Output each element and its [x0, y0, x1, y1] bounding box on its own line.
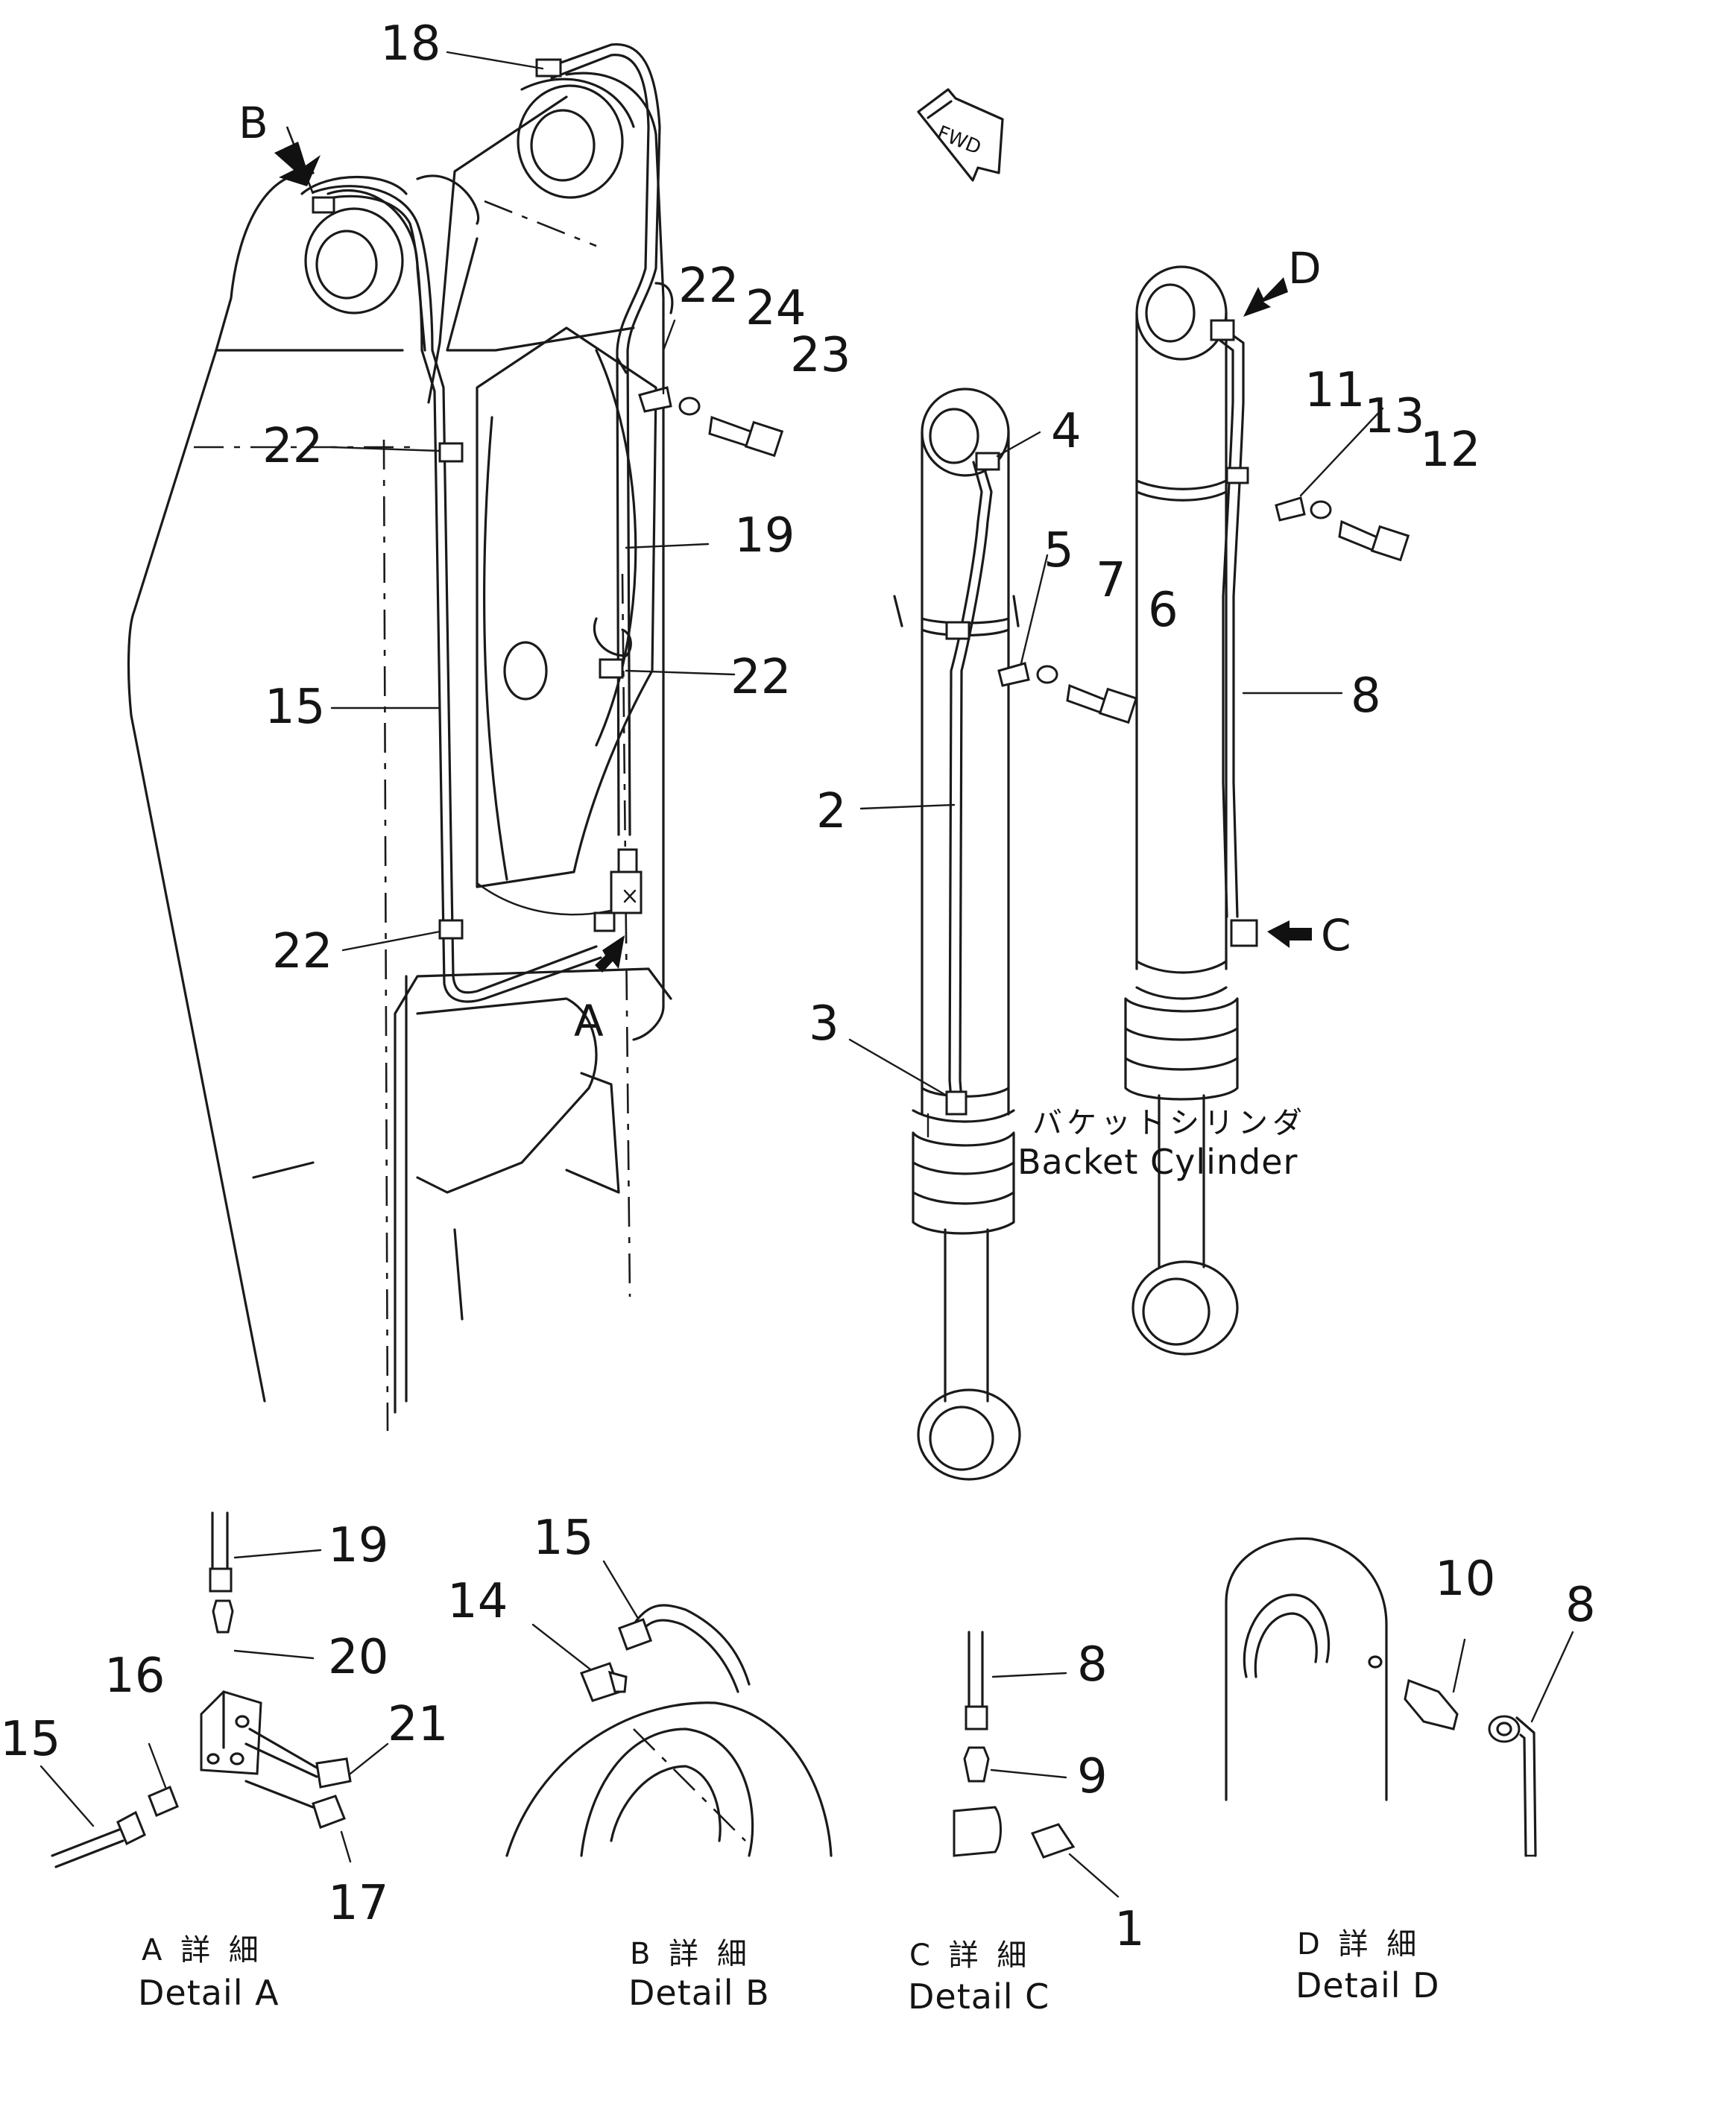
detail-arrows [274, 142, 1312, 973]
clamp-11-mount [1225, 467, 1249, 484]
detail-d-callout-10: 10 [1435, 1552, 1495, 1607]
detail-b-callout-15: 15 [533, 1511, 593, 1566]
fasteners [638, 386, 1410, 724]
detail-a-caption-en: Detail A [138, 1973, 280, 2013]
clamp-4 [975, 452, 1000, 471]
fwd-label: FWD [934, 121, 985, 159]
detail-a-callout-21: 21 [388, 1697, 448, 1752]
detail-letters: B A D C [239, 98, 1351, 1046]
arrow-d [1243, 277, 1288, 317]
bucket-cylinder-left [893, 388, 1021, 1481]
letter-d: D [1288, 243, 1322, 294]
cylinder-caption-en: Backet Cylinder [1017, 1142, 1298, 1182]
callout-5: 5 [1044, 523, 1074, 578]
arm-body [127, 72, 674, 1432]
callout-7: 7 [1096, 553, 1126, 608]
callout-22-left-lower: 22 [272, 924, 332, 979]
detail-a-callout-19: 19 [328, 1518, 388, 1573]
letter-b: B [239, 98, 268, 148]
clamp-22-mid-right [599, 658, 624, 679]
callout-22-right-mid: 22 [730, 650, 791, 705]
detail-a-caption-jp: A 詳 細 [142, 1933, 263, 1967]
detail-a-drawing [40, 1511, 389, 1868]
detail-b-caption-jp: B 詳 細 [630, 1937, 751, 1971]
clamp-b [312, 196, 335, 214]
cylinder-caption: バケットシリンダ Backet Cylinder [1017, 1106, 1307, 1182]
callout-22-left-upper: 22 [262, 419, 323, 474]
cylinder-caption-jp: バケットシリンダ [1032, 1106, 1307, 1140]
arrow-b [274, 142, 321, 186]
detail-c-callout-1: 1 [1114, 1902, 1145, 1957]
detail-c-drawing [953, 1631, 1120, 1898]
leader-lines [330, 51, 1384, 1097]
detail-b-caption-en: Detail B [628, 1973, 770, 2013]
detail-c-caption-jp: C 詳 細 [909, 1938, 1031, 1973]
fitting-d [1210, 319, 1235, 341]
callout-3: 3 [809, 996, 839, 1052]
clamp-22-upper-left [438, 442, 464, 463]
detail-a-callout-15: 15 [0, 1712, 60, 1767]
callout-4: 4 [1051, 404, 1082, 459]
callout-19: 19 [734, 508, 795, 563]
callout-11: 11 [1304, 363, 1365, 418]
detail-d-caption-en: Detail D [1295, 1965, 1440, 2005]
callout-numbers: 18 22 24 23 22 19 22 15 22 4 5 7 6 2 3 1… [0, 16, 1596, 1957]
clamp-5-mount [945, 621, 970, 640]
detail-b-callout-14: 14 [447, 1574, 508, 1629]
fitting-c [1230, 919, 1258, 947]
bucket-cylinder-right [1124, 265, 1258, 1356]
callout-22-top: 22 [678, 259, 739, 314]
callout-15: 15 [265, 680, 325, 735]
arm-piping [312, 42, 661, 1003]
detail-captions: A 詳 細 Detail A B 詳 細 Detail B C 詳 細 Deta… [138, 1927, 1440, 2017]
letter-c: C [1321, 910, 1351, 961]
callout-6: 6 [1148, 583, 1178, 638]
detail-a-callout-20: 20 [328, 1630, 388, 1685]
detail-a-callout-17: 17 [328, 1876, 388, 1931]
detail-d-callout-8: 8 [1565, 1578, 1596, 1633]
callout-8: 8 [1351, 668, 1381, 724]
callout-24: 24 [745, 281, 806, 336]
callout-23: 23 [790, 328, 850, 383]
fitting-3 [945, 1090, 968, 1116]
detail-a-callout-16: 16 [104, 1649, 165, 1704]
detail-c-callout-8: 8 [1077, 1637, 1108, 1692]
detail-d-drawing [1225, 1537, 1574, 1857]
detail-b-drawing [505, 1560, 833, 1857]
arrow-a [595, 935, 625, 973]
callout-13: 13 [1364, 389, 1424, 444]
detail-d-caption-jp: D 詳 細 [1297, 1927, 1421, 1962]
detail-c-callout-9: 9 [1077, 1749, 1108, 1804]
fwd-direction-badge: FWD [917, 88, 1004, 182]
detail-c-caption-en: Detail C [908, 1976, 1050, 2017]
callout-12: 12 [1420, 423, 1480, 478]
arrow-c [1267, 920, 1312, 948]
letter-a: A [574, 996, 604, 1046]
clamp-22-lower-left [438, 919, 464, 940]
callout-2: 2 [816, 784, 847, 839]
callout-18: 18 [380, 16, 441, 72]
